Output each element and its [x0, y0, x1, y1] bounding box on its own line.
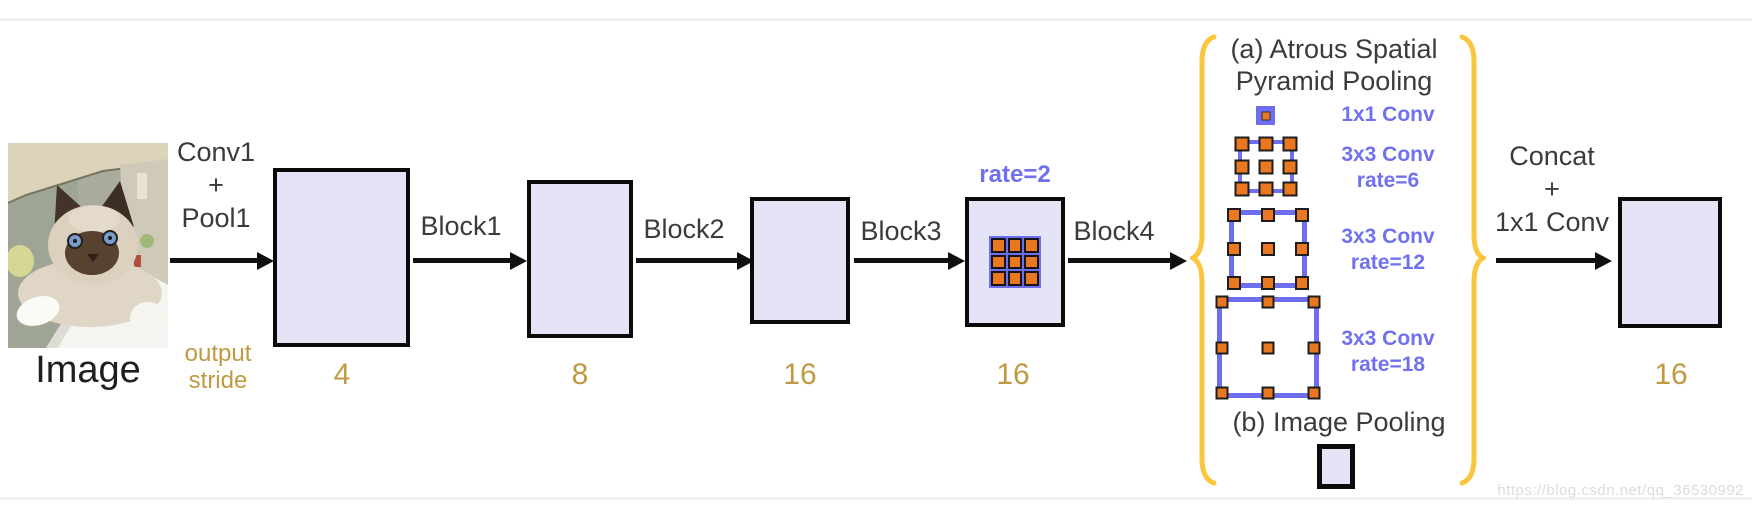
block1-arrow [413, 258, 511, 263]
block3-label: Block3 [860, 216, 942, 246]
top-divider [0, 18, 1752, 21]
aspp-right-brace-icon [1459, 34, 1486, 486]
stride-value-3: 16 [783, 358, 817, 391]
stride-value-4: 16 [996, 358, 1030, 391]
concat-arrow [1496, 258, 1596, 263]
conv-1x1-label: 1x1 Conv [1341, 103, 1435, 126]
conv-3x3-rate6-label: 3x3 Conv rate=6 [1341, 143, 1435, 192]
block2-arrow [636, 258, 738, 263]
input-image [6, 143, 169, 348]
conv1-pool1-arrow [170, 258, 258, 263]
image-pooling-box [1317, 444, 1355, 489]
stride-value-output: 16 [1654, 358, 1688, 391]
rate2-label: rate=2 [979, 161, 1051, 188]
output-stride-label: output stride [184, 340, 252, 394]
cat-photo-icon [6, 143, 169, 348]
conv-3x3-rate18-label: 3x3 Conv rate=18 [1341, 327, 1435, 376]
feature-block-1 [273, 168, 410, 347]
watermark: https://blog.csdn.net/qq_36530992 [1497, 482, 1744, 499]
stride-value-2: 8 [571, 358, 589, 391]
block3-arrow [854, 258, 949, 263]
conv-3x3-rate12-icon [1227, 208, 1309, 290]
feature-block-4 [965, 197, 1065, 327]
bottom-divider [0, 497, 1752, 500]
output-block [1618, 197, 1722, 328]
block2-label: Block2 [643, 214, 725, 244]
block1-label: Block1 [420, 211, 502, 241]
concat-label: Concat + 1x1 Conv [1494, 141, 1610, 237]
aspp-left-brace-icon [1190, 34, 1217, 486]
block4-label: Block4 [1073, 216, 1155, 246]
dense-atrous-grid-icon [989, 236, 1041, 288]
image-pooling-label: (b) Image Pooling [1232, 407, 1446, 437]
aspp-title: (a) Atrous Spatial Pyramid Pooling [1230, 34, 1438, 96]
conv-1x1-icon [1256, 106, 1275, 125]
block4-arrow [1068, 258, 1171, 263]
feature-block-3 [750, 197, 850, 324]
conv-3x3-rate12-label: 3x3 Conv rate=12 [1341, 225, 1435, 274]
conv-3x3-rate6-icon [1234, 136, 1298, 197]
stride-value-1: 4 [333, 358, 351, 391]
conv-3x3-rate18-icon [1215, 295, 1321, 400]
conv1-pool1-label: Conv1 + Pool1 [176, 137, 256, 233]
feature-block-2 [527, 180, 633, 338]
image-label: Image [35, 349, 141, 391]
